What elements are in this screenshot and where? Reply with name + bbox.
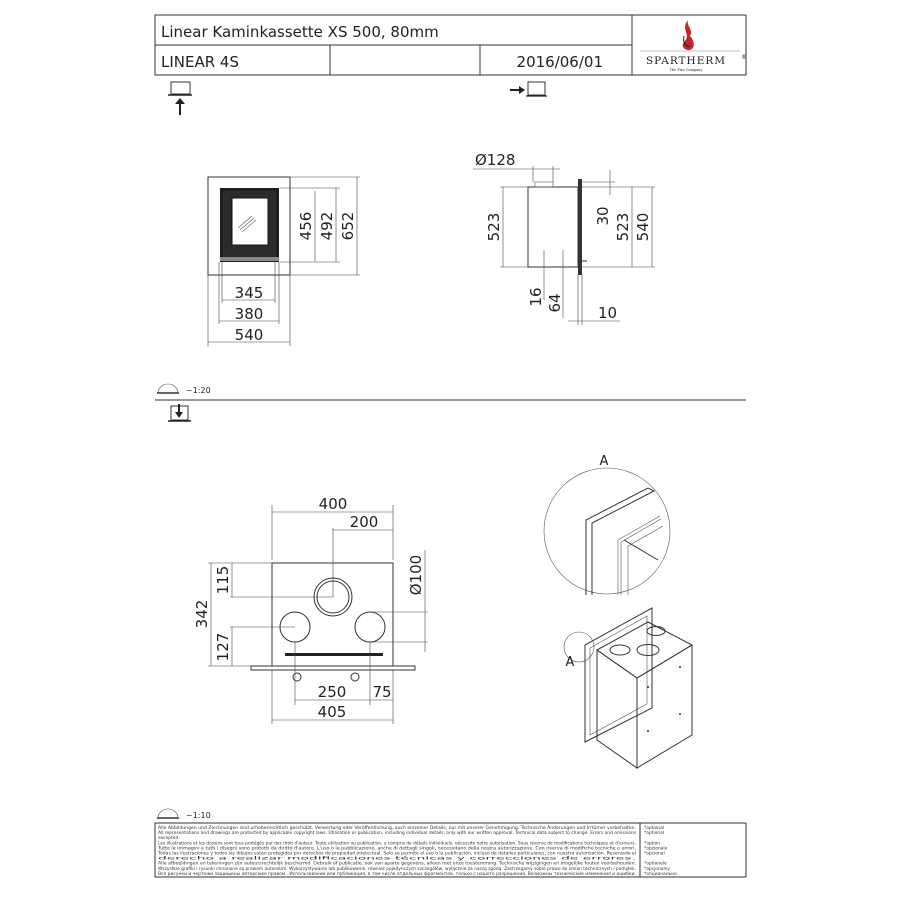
drawing-date: 2016/06/01 bbox=[517, 53, 603, 71]
optional-note: *opzionale bbox=[644, 845, 668, 851]
side-view: Ø128 523 30 523 540 16 64 10 bbox=[473, 151, 655, 325]
svg-text:~1:20: ~1:20 bbox=[186, 386, 211, 395]
dim-30: 30 bbox=[594, 206, 612, 225]
top-view: 400 200 342 115 127 Ø100 250 75 405 bbox=[193, 495, 428, 724]
dim-342: 342 bbox=[193, 600, 211, 629]
dim-10: 10 bbox=[598, 304, 617, 322]
disclaimer-line: Wszystkie grafiki i rysunki chronione są… bbox=[158, 865, 636, 872]
disclaimer-line: Todas las ilustraciones y todos los dibu… bbox=[157, 850, 636, 857]
front-view-icon bbox=[168, 81, 192, 115]
optional-note: *optional bbox=[644, 825, 664, 831]
scale-indicator-upper: ~1:20 bbox=[157, 383, 211, 395]
svg-text:The Fire Company: The Fire Company bbox=[670, 68, 703, 72]
optional-note: *opcional bbox=[644, 851, 665, 857]
optional-note: *опционально bbox=[644, 871, 677, 877]
protractor-icon bbox=[157, 808, 179, 819]
top-view-icon bbox=[168, 404, 191, 422]
dim-75: 75 bbox=[372, 683, 391, 701]
disclaimer-line: Alle Abbildungen und Zeichnungen sind ur… bbox=[158, 824, 636, 831]
dim-16: 16 bbox=[527, 287, 545, 306]
dim-456: 456 bbox=[297, 212, 315, 241]
dim-250: 250 bbox=[318, 683, 347, 701]
side-view-icon bbox=[510, 81, 547, 97]
detail-marker: A bbox=[566, 655, 575, 670]
dim-405: 405 bbox=[318, 703, 347, 721]
scale-indicator-lower: ~1:10 bbox=[157, 808, 211, 820]
optional-note: *optionele bbox=[644, 861, 667, 867]
svg-text:~1:10: ~1:10 bbox=[186, 811, 211, 820]
protractor-icon bbox=[157, 383, 179, 394]
disclaimer-line: All representations and drawings are pro… bbox=[158, 830, 637, 836]
dim-380: 380 bbox=[235, 305, 264, 323]
disclaimer-line: Tutte le immagini e tutti i disegni sono… bbox=[157, 845, 636, 851]
isometric-view: A A bbox=[543, 454, 694, 769]
optional-note: *option bbox=[644, 840, 660, 846]
dim-200: 200 bbox=[350, 513, 379, 531]
dim-diameter-100: Ø100 bbox=[407, 555, 425, 595]
dim-345: 345 bbox=[235, 284, 264, 302]
model-name: LINEAR 4S bbox=[161, 53, 239, 71]
drawing-title: Linear Kaminkassette XS 500, 80mm bbox=[161, 23, 439, 41]
dim-115: 115 bbox=[214, 566, 232, 595]
front-view: 456 492 652 345 380 540 bbox=[207, 176, 360, 346]
dim-540-side: 540 bbox=[634, 213, 652, 242]
dim-523-left: 523 bbox=[485, 213, 503, 242]
dim-64: 64 bbox=[546, 293, 564, 312]
disclaimer-line: excepted. bbox=[158, 835, 180, 841]
dim-flue-diameter: Ø128 bbox=[475, 151, 515, 169]
optional-note: *optional bbox=[644, 830, 664, 836]
copyright-disclaimer: Alle Abbildungen und Zeichnungen sind ur… bbox=[154, 822, 747, 878]
svg-text:SPARTHERM: SPARTHERM bbox=[646, 55, 726, 67]
flame-icon bbox=[682, 20, 694, 51]
disclaimer-line: Все рисунки и чертежи защищены авторским… bbox=[158, 870, 636, 877]
detail-label: A bbox=[600, 454, 609, 469]
disclaimer-line: Les illustrations et les dessins sont to… bbox=[158, 839, 636, 846]
dim-652: 652 bbox=[339, 212, 357, 241]
dim-492: 492 bbox=[318, 212, 336, 241]
disclaimer-line: Alle afbeeldingen en tekeningen zijn aut… bbox=[158, 861, 636, 867]
svg-text:®: ® bbox=[741, 54, 747, 61]
title-block: Linear Kaminkassette XS 500, 80mm LINEAR… bbox=[154, 14, 747, 76]
disclaimer-line: derecho a realizar modificaciones técnic… bbox=[158, 855, 636, 862]
dim-400: 400 bbox=[319, 495, 348, 513]
spartherm-logo: SPARTHERM ® The Fire Company bbox=[640, 20, 747, 72]
dim-523-right: 523 bbox=[614, 213, 632, 242]
dim-127: 127 bbox=[214, 633, 232, 662]
optional-note: *opcjonalny bbox=[644, 866, 670, 872]
dim-540: 540 bbox=[235, 326, 264, 344]
